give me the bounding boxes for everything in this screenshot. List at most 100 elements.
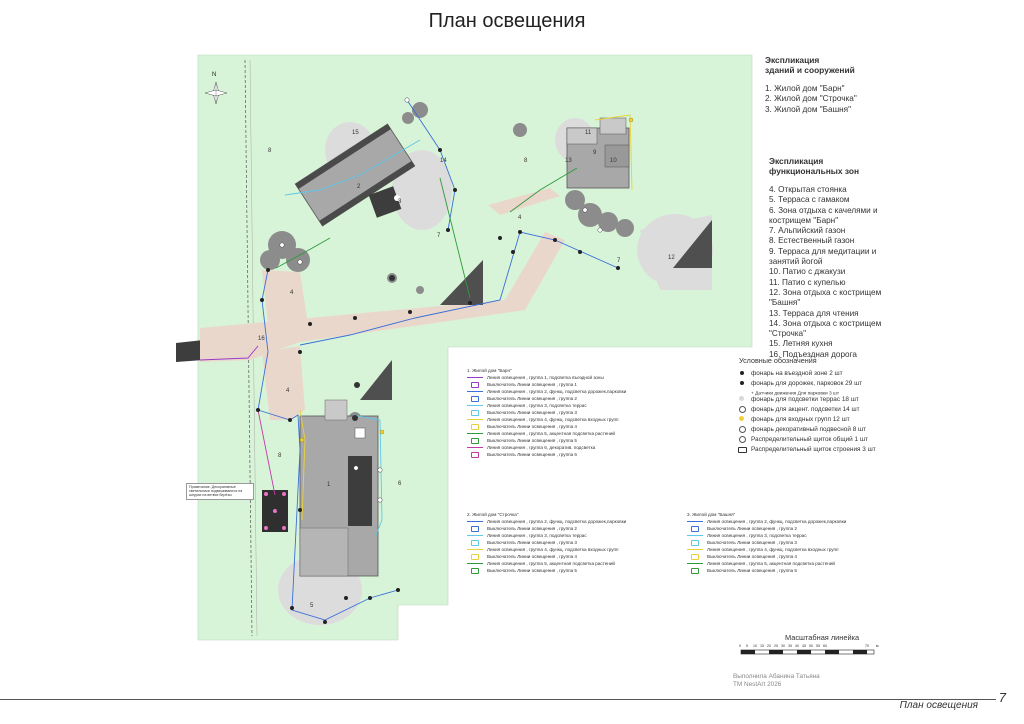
- legend-switch-row: Выключатель Линии освещения , группа 5: [467, 437, 626, 444]
- scale-tick: 45: [802, 644, 806, 648]
- symbol-row: фонарь для дорожек, парковок 29 шт: [737, 379, 876, 389]
- symbol-row: фонарь на въездной зоне 2 шт: [737, 369, 876, 379]
- legend-label: Линия освещения , группа 3, подсветка те…: [707, 533, 807, 538]
- symbol-row: фонарь декоративный подвесной 8 шт: [737, 425, 876, 435]
- legend-line-row: Линия освещения , группа 2, функц. подсв…: [467, 388, 626, 395]
- symbol-label: фонарь для входных групп 12 шт: [751, 416, 850, 423]
- legend-label: Выключатель Линии освещения , группа 3: [707, 540, 797, 545]
- legend-label: Линия освещения , группа 3, подсветка те…: [487, 533, 587, 538]
- switch-icon: [471, 438, 479, 444]
- zone-number: 4: [290, 290, 294, 296]
- north-label: N: [212, 72, 217, 78]
- symbol-label: фонарь для акцент. подсветки 14 шт: [751, 406, 860, 413]
- scale-tick: 50: [809, 644, 813, 648]
- switch-icon: [691, 526, 699, 532]
- page-number: 7: [998, 690, 1006, 705]
- zone-number: 7: [276, 511, 280, 517]
- symbol-row: фонарь для входных групп 12 шт: [737, 415, 876, 425]
- buildings-heading-1: Экспликация: [765, 55, 820, 65]
- legend-switch-row: Выключатель Линии освещения , группа 2: [467, 525, 626, 532]
- map-note: Примечание. Декоративные светильники под…: [186, 483, 254, 500]
- legend-switch-row: Выключатель Линии освещения , группа 2: [687, 525, 846, 532]
- switch-icon: [471, 424, 479, 430]
- line-swatch: [467, 447, 483, 448]
- symbol-label: фонарь для дорожек, парковок 29 шт: [751, 380, 863, 387]
- switch-icon: [471, 540, 479, 546]
- scale-tick: 30: [781, 644, 785, 648]
- list-item: 4. Открытая стоянка: [769, 185, 847, 194]
- building-barn: [299, 399, 379, 577]
- zone-number: 5: [310, 603, 314, 609]
- legend-label: Выключатель Линии освещения , группа 3: [487, 410, 577, 415]
- path-north: [262, 270, 310, 342]
- author-line-1: Выполнила Абанина Татьяна: [733, 673, 820, 680]
- legend-strochka: 2. Жилой дом "Строчка"Линия освещения , …: [467, 511, 626, 574]
- switch-icon: [471, 568, 479, 574]
- lamp-icon: [737, 415, 746, 423]
- legend-switch-row: Выключатель Линии освещения , группа 5: [687, 567, 846, 574]
- scale-tick: 0: [739, 644, 741, 648]
- fence-line: [244, 59, 253, 637]
- lamp-icon: [737, 379, 746, 387]
- scale-tick: 60: [823, 644, 827, 648]
- switch-icon: [471, 396, 479, 402]
- switch-icon: [471, 526, 479, 532]
- legend-label: Выключатель Линии освещения , группа 3: [487, 540, 577, 545]
- legend-switch-row: Выключатель Линии освещения , группа 3: [467, 409, 626, 416]
- line-swatch: [687, 563, 703, 564]
- scale-title: Масштабная линейка: [785, 633, 860, 642]
- legend-switch-row: Выключатель Линии освещения , группа 5: [467, 567, 626, 574]
- symbols-list: фонарь на въездной зоне 2 шт фонарь для д…: [737, 369, 876, 455]
- list-item: 3. Жилой дом "Башня": [765, 104, 852, 114]
- zone-number: 7: [437, 233, 441, 239]
- light-fixtures: [256, 148, 620, 624]
- legend-switch-row: Выключатель Линии освещения , группа 4: [467, 553, 626, 560]
- list-item: 6. Зона отдыха с качелями и кострищем "Б…: [769, 205, 878, 225]
- zone-number: 2: [357, 184, 361, 190]
- list-item: 11. Патио с купелью: [769, 277, 846, 287]
- author-block: Выполнила Абанина Татьяна TM NestArt 202…: [733, 673, 820, 689]
- list-item: 12. Зона отдыха с кострищем "Башня": [769, 287, 882, 308]
- symbol-row: фонарь для акцент. подсветки 14 шт: [737, 405, 876, 415]
- page-title: План освещения: [428, 10, 586, 32]
- legend-label: Выключатель Линии освещения , группа 5: [487, 568, 577, 573]
- zone-number: 15: [352, 130, 359, 136]
- symbol-label: фонарь на въездной зоне 2 шт: [751, 370, 843, 377]
- lighting-lines: [199, 99, 633, 621]
- legend-label: Выключатель Линии освещения , группа 5: [707, 568, 797, 573]
- zones-heading-1: Экспликация: [769, 156, 824, 166]
- buildings-list: 1. Жилой дом "Барн"2. Жилой дом "Строчка…: [765, 84, 857, 115]
- list-item: 2. Жилой дом "Строчка": [765, 94, 857, 104]
- symbol-label: + Датчики движения Для парковки 3 шт: [751, 391, 840, 397]
- zone-number: 10: [610, 158, 617, 164]
- scale-tick: 15: [760, 644, 764, 648]
- legend-switch-row: Выключатель Линии освещения , группа 4: [467, 423, 626, 430]
- zone-number: 7: [617, 258, 621, 264]
- line-swatch: [467, 521, 483, 522]
- legend-label: Линия освещения , группа 5, акцентная по…: [707, 561, 835, 566]
- legend-switch-row: Выключатель Линии освещения , группа 3: [467, 539, 626, 546]
- legend-label: Линия освещения , группа 4, функц. подсв…: [707, 547, 839, 552]
- legend-line-row: Линия освещения , группа 4, функц. подсв…: [467, 416, 626, 423]
- scale-tick: 55: [816, 644, 820, 648]
- legend-title: 3. Жилой дом "Башня": [687, 512, 736, 517]
- zone-number: 16: [258, 336, 265, 342]
- symbol-label: Распределительный щиток общий 1 шт: [751, 436, 868, 443]
- line-swatch: [687, 535, 703, 536]
- zone-number: 4: [286, 388, 290, 394]
- symbol-label: фонарь для подсветки террас 18 шт: [751, 396, 859, 403]
- symbol-row: Распределительный щиток строения 3 шт: [737, 445, 876, 455]
- legend-label: Выключатель Линии освещения , группа 4: [487, 424, 577, 429]
- legend-label: Выключатель Линии освещения , группа 5: [487, 438, 577, 443]
- legend-label: Линия освещения , группа 1, подсветка въ…: [487, 375, 604, 380]
- legend-line-row: Линия освещения , группа 5, акцентная по…: [687, 560, 846, 567]
- scale-tick: 35: [788, 644, 792, 648]
- scale-tick: 70: [865, 644, 869, 648]
- legend-label: Линия освещения , группа 5, акцентная по…: [487, 561, 615, 566]
- list-item: 16. Подъездная дорога: [769, 349, 857, 359]
- zone-number: 6: [398, 481, 402, 487]
- line-swatch: [467, 419, 483, 420]
- zone-number: 8: [524, 158, 528, 164]
